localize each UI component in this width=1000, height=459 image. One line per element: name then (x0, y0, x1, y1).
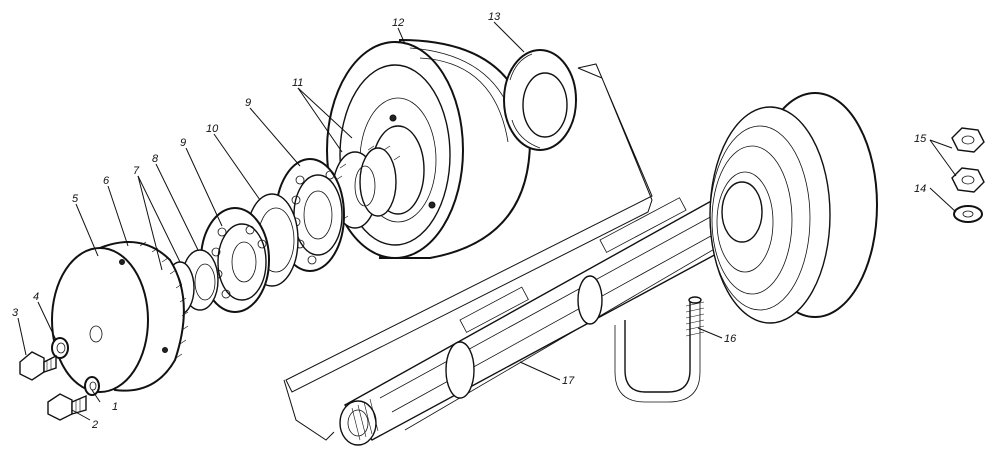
leader-lines (17, 21, 957, 421)
label-part-9-left: 9 (180, 137, 186, 149)
label-part-10: 10 (206, 123, 219, 135)
washer-part-1 (84, 376, 100, 396)
label-part-6: 6 (103, 175, 110, 187)
bolt-part-3 (19, 351, 57, 381)
label-part-5: 5 (72, 193, 79, 205)
washer-part-14 (953, 205, 983, 223)
hub-cap-part-5 (51, 241, 185, 393)
label-part-14: 14 (914, 183, 926, 195)
label-part-15: 15 (914, 133, 927, 145)
nut-part-15-upper (951, 127, 985, 153)
part-labels: 1 2 3 4 5 6 7 8 9 9 10 11 12 13 14 15 16… (12, 11, 927, 431)
label-part-4: 4 (33, 291, 39, 303)
label-part-17: 17 (562, 375, 575, 387)
label-part-11: 11 (292, 77, 303, 89)
u-bolt-part-16 (614, 296, 705, 403)
washer-part-4 (51, 337, 69, 359)
assembly-connector-line (285, 63, 653, 393)
nut-part-15-lower (951, 167, 985, 193)
label-part-13: 13 (488, 11, 501, 23)
label-part-8: 8 (152, 153, 159, 165)
seal-ring-part-13 (503, 49, 577, 151)
label-part-1: 1 (112, 401, 118, 413)
label-part-2: 2 (91, 419, 98, 431)
shaft-part-17 (339, 184, 772, 446)
label-part-7: 7 (133, 165, 140, 177)
bolt-part-2 (47, 393, 87, 421)
label-part-16: 16 (724, 333, 737, 345)
label-part-9-right: 9 (245, 97, 251, 109)
assembly-connector-line-2 (283, 379, 335, 441)
label-part-12: 12 (392, 17, 404, 29)
drum-hub-right (709, 92, 878, 324)
label-part-3: 3 (12, 307, 19, 319)
